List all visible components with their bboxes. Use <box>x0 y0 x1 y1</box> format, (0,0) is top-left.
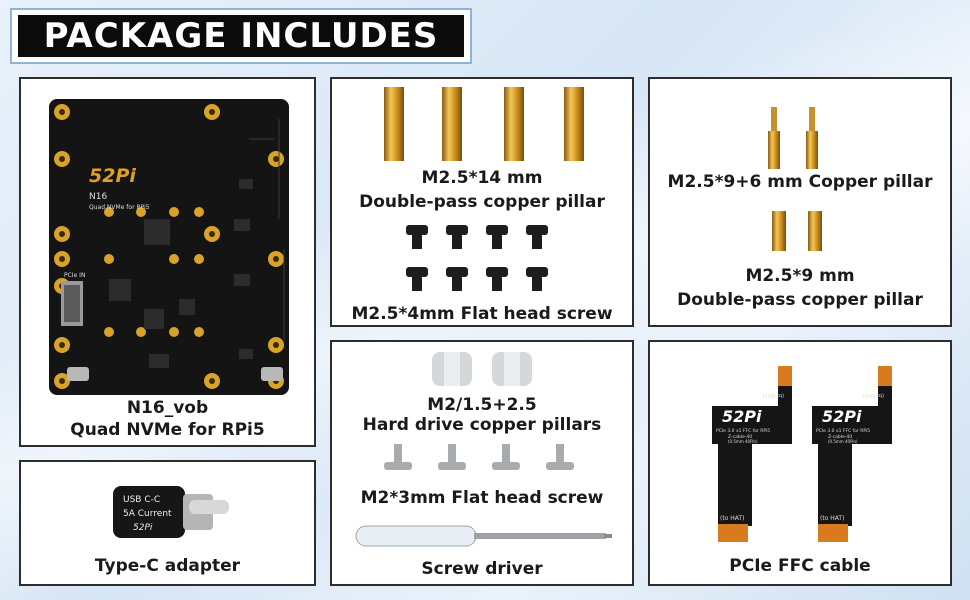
pillar9-label-line2: Double-pass copper pillar <box>677 290 923 310</box>
pillar96-label: M2.5*9+6 mm Copper pillar <box>667 172 933 192</box>
hdd-label-line1: M2/1.5+2.5 <box>427 395 537 415</box>
ffc-silk-1c: (0.5mm 40Pin) <box>728 439 758 444</box>
ffc-to-pi-1: (to RPi5) <box>762 392 784 398</box>
board-silk-pcie: PCIe IN <box>64 272 85 279</box>
board-label-line1: N16_vob <box>126 398 209 418</box>
page-title: PACKAGE INCLUDES <box>18 15 464 57</box>
pillar9-label-line1: M2.5*9 mm <box>745 266 855 286</box>
adapter-silk-2: 5A Current <box>123 509 172 519</box>
screw4-label: M2.5*4mm Flat head screw <box>351 304 613 324</box>
hdd-label-line2: Hard drive copper pillars <box>362 415 602 435</box>
ffc-label: PCIe FFC cable <box>729 556 871 576</box>
driver-label: Screw driver <box>421 559 543 579</box>
adapter-silk-3: 52Pi <box>133 523 153 533</box>
hdd-pillar-image <box>432 352 532 386</box>
ffc-logo-2: 52Pi <box>822 407 862 426</box>
pillar14-image <box>384 87 584 161</box>
ffc-to-hat-2: (to HAT) <box>820 515 844 522</box>
ffc-logo-1: 52Pi <box>722 407 762 426</box>
pillar14-label-line1: M2.5*14 mm <box>421 168 543 188</box>
ffc-silk-2b: Z-cable-40 <box>828 434 852 440</box>
ffc-to-hat-1: (to HAT) <box>720 515 744 522</box>
ffc-cable-image: 52Pi PCIe 3.0 x1 FFC for RPi5 Z-cable-40… <box>712 366 892 542</box>
ffc-silk-1b: Z-cable-40 <box>728 434 752 440</box>
adapter-silk-1: USB C-C <box>123 495 160 505</box>
board-logo: 52Pi <box>89 165 136 187</box>
title-banner: PACKAGE INCLUDES <box>10 8 472 64</box>
pillar14-label-line2: Double-pass copper pillar <box>359 192 605 212</box>
board-silk-sub: Quad NVMe for RPi5 <box>89 204 150 211</box>
pillar9-image <box>772 211 822 251</box>
flat-screw-4mm-image <box>406 225 548 291</box>
type-c-adapter-image: USB C-C 5A Current 52Pi <box>113 486 229 538</box>
pillar96-image <box>768 107 818 169</box>
item-pillar96-panel: M2.5*9+6 mm Copper pillar M2.5*9 mm Doub… <box>648 77 952 327</box>
board-label-line2: Quad NVMe for RPi5 <box>70 420 265 440</box>
board-silk-name: N16 <box>89 192 107 202</box>
item-hdd-panel: M2/1.5+2.5 Hard drive copper pillars M2*… <box>330 340 634 586</box>
adapter-label: Type-C adapter <box>94 556 241 576</box>
ffc-to-pi-2: (to RPi5) <box>862 392 884 398</box>
item-ffc-panel: 52Pi PCIe 3.0 x1 FFC for RPi5 Z-cable-40… <box>648 340 952 586</box>
screw-driver-image <box>355 525 612 547</box>
ffc-silk-1a: PCIe 3.0 x1 FFC for RPi5 <box>716 428 770 434</box>
ffc-silk-2c: (0.5mm 40Pin) <box>828 439 858 444</box>
item-adapter-panel: USB C-C 5A Current 52Pi Type-C adapter <box>19 460 316 586</box>
screw3-label: M2*3mm Flat head screw <box>360 488 604 508</box>
ffc-silk-2a: PCIe 3.0 x1 FFC for RPi5 <box>816 428 870 434</box>
item-board-panel: 52Pi N16 Quad NVMe for RPi5 PCIe IN N16_… <box>19 77 316 447</box>
item-pillar14-panel: M2.5*14 mm Double-pass copper pillar M2.… <box>330 77 634 327</box>
nvme-board-image: 52Pi N16 Quad NVMe for RPi5 PCIe IN <box>49 99 289 395</box>
flat-screw-3mm-image <box>384 444 574 470</box>
